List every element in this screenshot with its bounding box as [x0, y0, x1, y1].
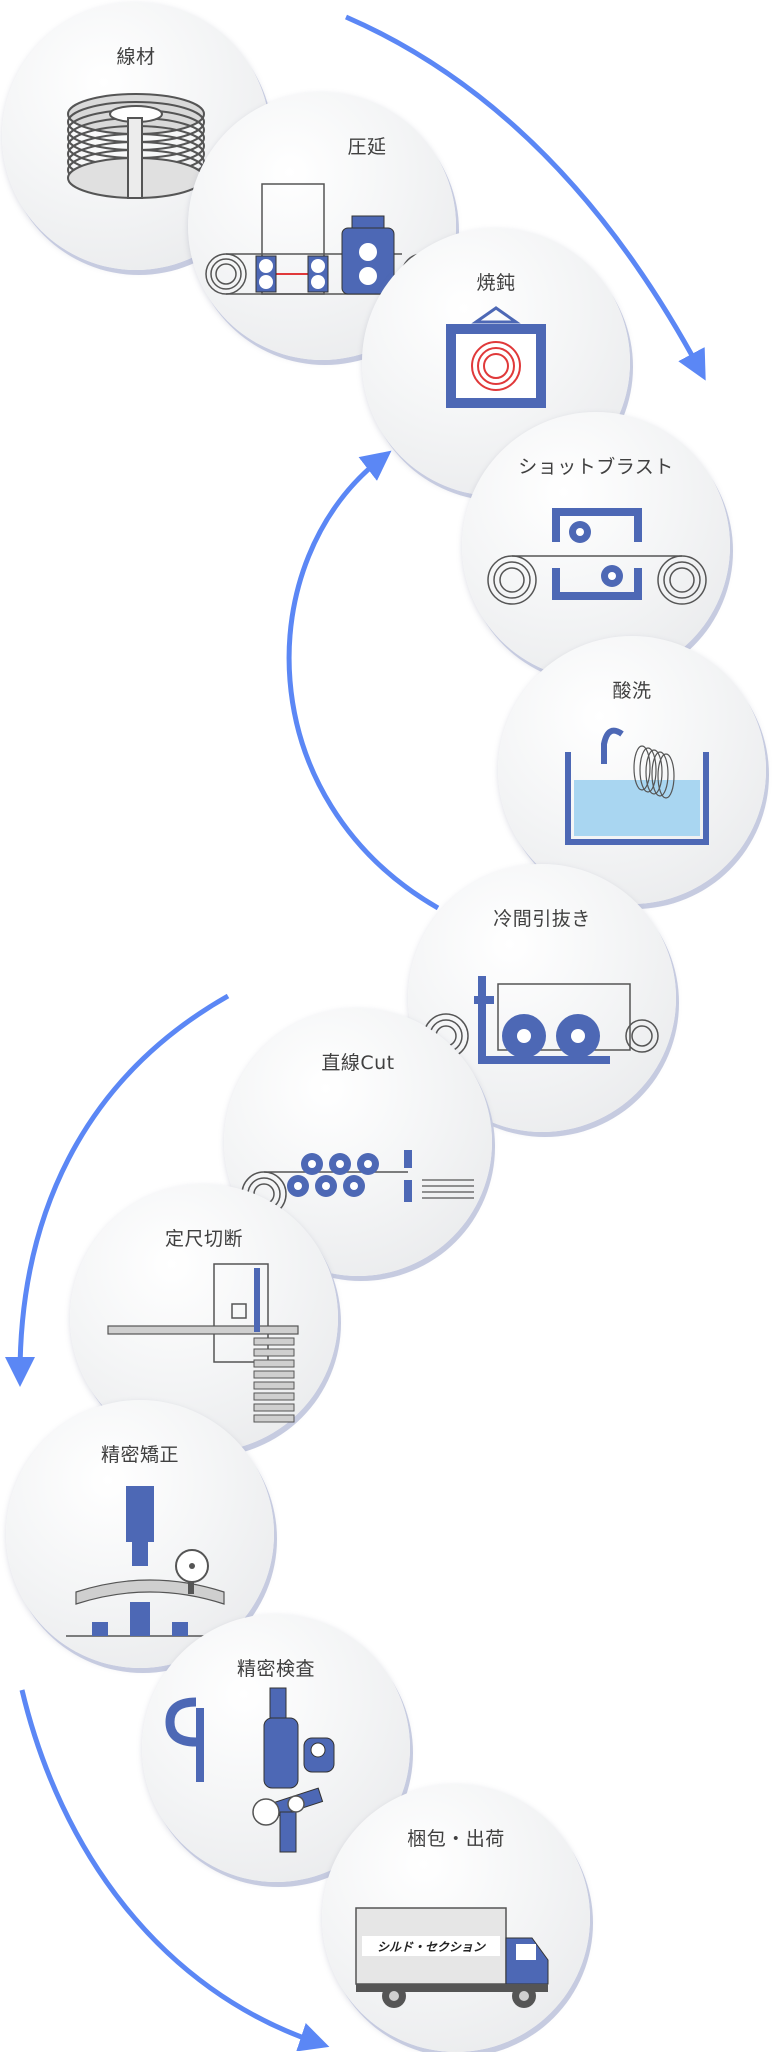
cold-drawing-icon: [423, 976, 659, 1064]
precision-straightening-icon: [66, 1486, 234, 1637]
step-label: ショットブラスト: [518, 456, 674, 478]
step-wire-rod: 線材: [2, 2, 270, 270]
delivery-truck-icon: シルド・セクション: [355, 1907, 549, 2008]
arrow-1: [345, 14, 706, 381]
step-pickling: 酸洗: [498, 636, 766, 904]
arrow-3: [5, 993, 230, 1387]
step-label: 精密検査: [236, 1658, 315, 1680]
step-label: 圧延: [347, 136, 387, 158]
step-label: 梱包・出荷: [407, 1828, 505, 1850]
arrow-2: [286, 450, 440, 911]
pickling-tank-icon: [565, 727, 709, 845]
shot-blast-icon: [487, 508, 707, 605]
truck-logo-text: シルド・セクション: [377, 1940, 486, 1954]
straightening-cut-icon: [241, 1150, 474, 1217]
step-label: 直線Cut: [321, 1052, 395, 1074]
step-shot-blast: ショットブラスト: [462, 412, 730, 680]
step-label: 精密矯正: [100, 1444, 179, 1466]
step-label: 焼鈍: [476, 272, 516, 294]
arrow-4: [19, 1689, 330, 2051]
step-precision-straightening: 精密矯正: [6, 1400, 274, 1668]
step-label: 線材: [116, 46, 156, 68]
step-label: 冷間引抜き: [493, 908, 591, 930]
step-label: 酸洗: [612, 680, 652, 702]
microscope-inspection-icon: [165, 1687, 335, 1853]
fixed-length-cutting-icon: [107, 1263, 299, 1423]
wire-coil-icon: [67, 93, 205, 199]
annealing-furnace-icon: [446, 306, 546, 408]
step-packing-shipping: 梱包・出荷 シルド・セクション: [322, 1784, 590, 2052]
step-fixed-length-cutting: 定尺切断: [70, 1184, 338, 1452]
step-label: 定尺切断: [164, 1228, 243, 1250]
